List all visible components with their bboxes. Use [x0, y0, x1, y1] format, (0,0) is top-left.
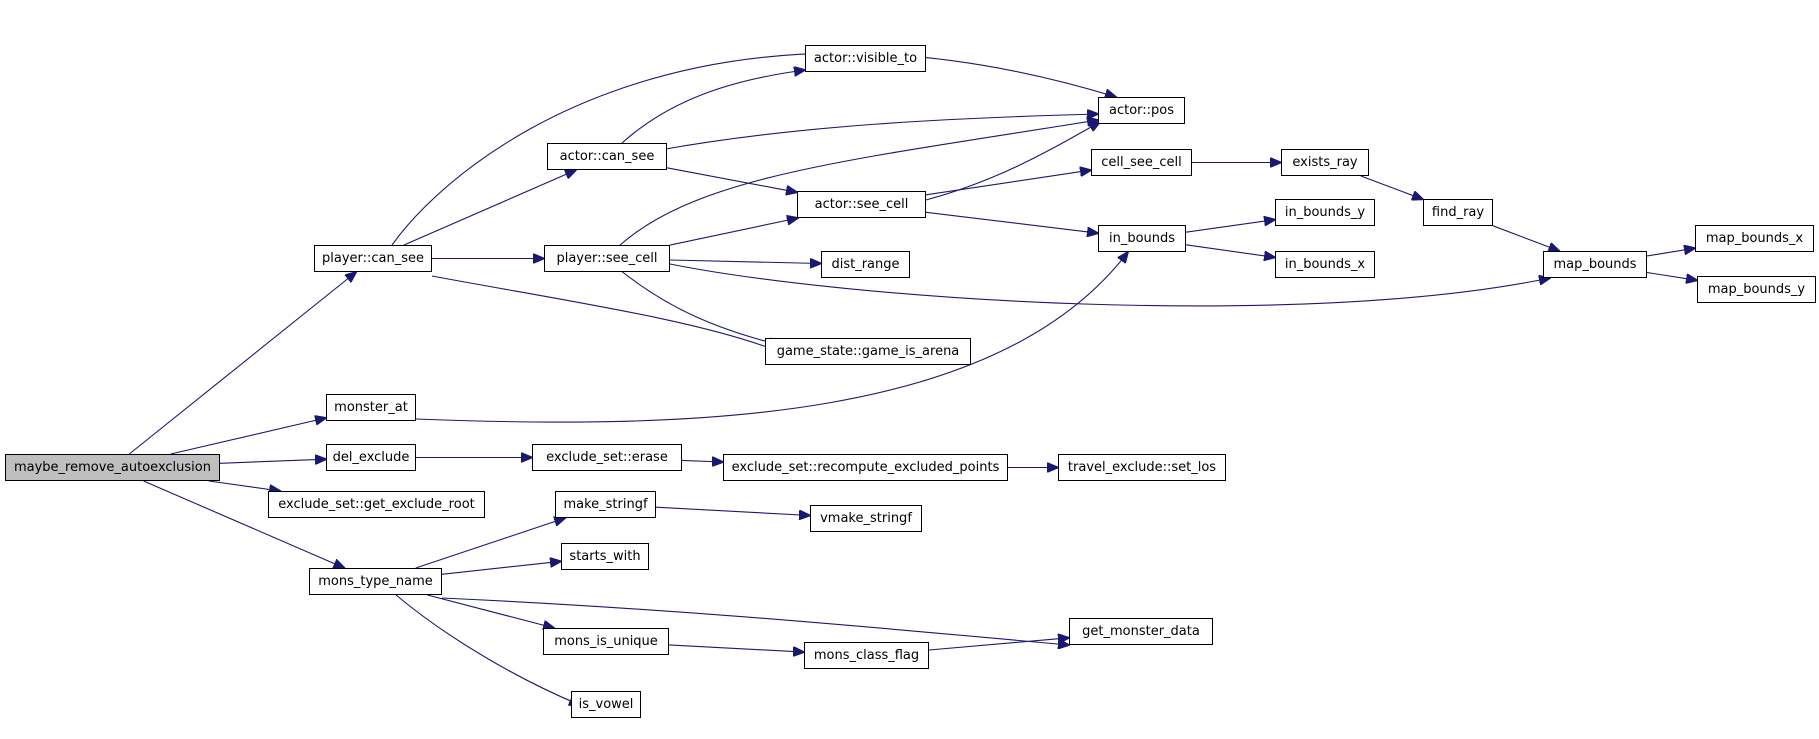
node-game-is-arena[interactable]: game_state::game_is_arena [765, 338, 971, 365]
node-get-monster-data[interactable]: get_monster_data [1069, 618, 1213, 645]
node-maybe-remove-autoexclusion[interactable]: maybe_remove_autoexclusion [5, 454, 220, 481]
edge-actor_see_cell-to-actor_pos [925, 122, 1100, 201]
edge-map_bounds-to-map_bounds_x [1646, 248, 1695, 257]
node-mons-class-flag[interactable]: mons_class_flag [804, 642, 929, 669]
edge-actor_can_see-to-actor_visible_to [621, 70, 805, 144]
edge-mons_type_name-to-mons_is_unique [427, 594, 554, 628]
node-map-bounds-y[interactable]: map_bounds_y [1697, 276, 1816, 303]
node-find-ray[interactable]: find_ray [1423, 199, 1493, 226]
node-actor-visible-to[interactable]: actor::visible_to [805, 45, 926, 72]
edge-player_see_cell-to-game_is_arena [619, 269, 780, 345]
edge-player_see_cell-to-map_bounds [669, 263, 1550, 307]
node-mons-is-unique[interactable]: mons_is_unique [543, 628, 669, 655]
node-exclude-erase[interactable]: exclude_set::erase [532, 444, 682, 471]
node-mons-type-name[interactable]: mons_type_name [309, 568, 442, 595]
edge-maybe_remove_autoexclusion-to-get_exclude_root [208, 480, 280, 491]
edge-maybe_remove_autoexclusion-to-player_can_see [128, 272, 356, 455]
node-is-vowel[interactable]: is_vowel [571, 691, 641, 718]
edge-player_can_see-to-actor_can_see [403, 170, 576, 246]
edge-actor_can_see-to-actor_see_cell [666, 167, 797, 193]
edge-exclude_erase-to-recompute [681, 460, 723, 462]
edge-exists_ray-to-find_ray [1360, 175, 1423, 199]
node-recompute[interactable]: exclude_set::recompute_excluded_points [723, 454, 1008, 481]
edge-actor_can_see-to-actor_pos [659, 114, 1098, 151]
node-in-bounds[interactable]: in_bounds [1098, 225, 1186, 252]
node-actor-see-cell[interactable]: actor::see_cell [797, 191, 926, 218]
edge-player_see_cell-to-dist_range [669, 260, 821, 264]
edge-find_ray-to-map_bounds [1492, 225, 1559, 251]
node-player-can-see[interactable]: player::can_see [314, 245, 432, 272]
edge-mons_type_name-to-make_stringf [415, 518, 565, 569]
edge-mons_type_name-to-is_vowel [395, 594, 580, 705]
node-in-bounds-x[interactable]: in_bounds_x [1275, 251, 1375, 278]
node-del-exclude[interactable]: del_exclude [326, 444, 416, 471]
node-in-bounds-y[interactable]: in_bounds_y [1275, 199, 1375, 226]
edge-player_can_see-to-game_is_arena [431, 275, 780, 352]
edge-monster_at-to-in_bounds [415, 252, 1128, 423]
node-set-los[interactable]: travel_exclude::set_los [1058, 454, 1226, 481]
node-vmake-stringf[interactable]: vmake_stringf [810, 505, 922, 532]
node-starts-with[interactable]: starts_with [561, 543, 649, 570]
edge-maybe_remove_autoexclusion-to-mons_type_name [143, 480, 345, 568]
edge-in_bounds-to-in_bounds_y [1185, 220, 1275, 233]
edge-mons_type_name-to-get_monster_data [441, 597, 1069, 645]
edge-maybe_remove_autoexclusion-to-del_exclude [219, 459, 326, 463]
edge-make_stringf-to-vmake_stringf [655, 506, 810, 515]
node-exists-ray[interactable]: exists_ray [1281, 149, 1369, 176]
node-get-exclude-root[interactable]: exclude_set::get_exclude_root [268, 491, 485, 518]
node-dist-range[interactable]: dist_range [821, 251, 910, 278]
edge-actor_see_cell-to-in_bounds [925, 211, 1098, 233]
edge-map_bounds-to-map_bounds_y [1646, 271, 1697, 281]
node-cell-see-cell[interactable]: cell_see_cell [1091, 149, 1192, 176]
edge-actor_see_cell-to-cell_see_cell [925, 170, 1091, 196]
node-make-stringf[interactable]: make_stringf [555, 491, 656, 518]
node-player-see-cell[interactable]: player::see_cell [544, 245, 670, 272]
node-actor-pos[interactable]: actor::pos [1098, 97, 1185, 124]
edge-maybe_remove_autoexclusion-to-monster_at [170, 418, 326, 455]
edge-mons_type_name-to-starts_with [441, 561, 561, 575]
node-map-bounds[interactable]: map_bounds [1543, 251, 1647, 278]
edge-player_see_cell-to-actor_see_cell [669, 218, 798, 246]
node-actor-can-see[interactable]: actor::can_see [547, 143, 667, 170]
node-map-bounds-x[interactable]: map_bounds_x [1695, 225, 1814, 252]
edge-mons_class_flag-to-get_monster_data [928, 638, 1069, 651]
node-monster-at[interactable]: monster_at [326, 394, 416, 421]
edge-in_bounds-to-in_bounds_x [1185, 244, 1275, 258]
edge-player_can_see-to-actor_pos [391, 52, 1116, 246]
edge-player_see_cell-to-actor_pos [619, 120, 1098, 246]
edge-mons_is_unique-to-mons_class_flag [668, 644, 804, 652]
